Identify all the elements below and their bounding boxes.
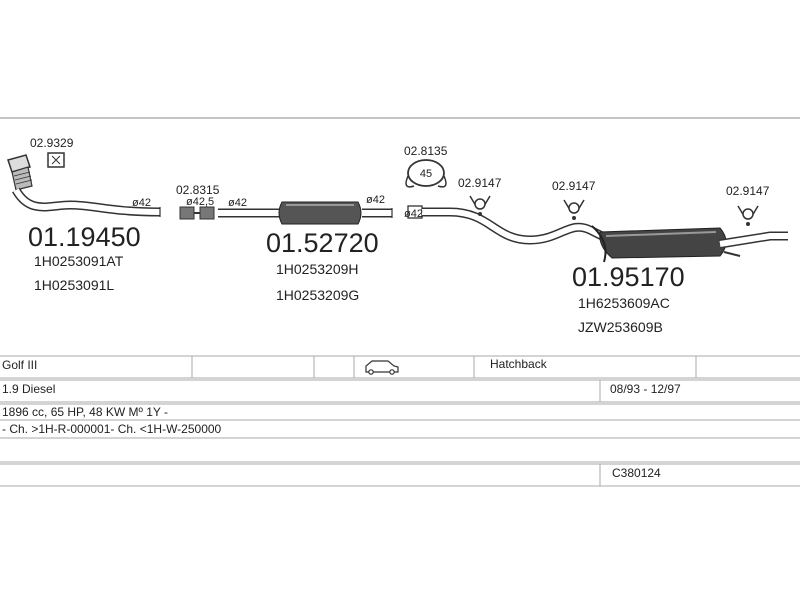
gasket-label: 02.9329 [30,136,74,150]
hanger-icon [563,199,585,220]
part-ref-1a: 1H0253091AT [34,253,124,269]
part-ref-2b: 1H0253209G [276,287,359,303]
ring-icon [407,159,445,187]
diameter-label-3: ø42 [228,197,247,209]
vehicle-body: Hatchback [490,357,548,371]
vehicle-model: Golf III [2,358,37,372]
clamp-label: 02.8315 [176,183,220,197]
vehicle-years: 08/93 - 12/97 [610,382,681,396]
part-code-3: 01.95170 [572,262,685,292]
vehicle-chassis: - Ch. >1H-R-000001- Ch. <1H-W-250000 [2,422,222,436]
ring-label: 02.8135 [404,144,448,158]
part-ref-3b: JZW253609B [578,319,663,335]
vehicle-spec: 1896 cc, 65 HP, 48 KW Mº 1Y - [2,405,168,419]
middle-silencer-drawing [179,201,393,225]
rear-silencer-drawing [405,159,788,263]
front-pipe-drawing [7,152,161,217]
diameter-label-1: ø42 [132,197,151,209]
vehicle-ref-code: C380124 [612,466,661,480]
hanger-label-3: 02.9147 [726,184,770,198]
diameter-label-4: ø42 [366,194,385,206]
hanger-icon [737,205,759,226]
hanger-icon [469,195,491,216]
diameter-label-2: ø42,5 [186,196,214,208]
diameter-label-5: ø42 [404,208,423,220]
hanger-label-1: 02.9147 [458,176,502,190]
part-ref-3a: 1H6253609AC [578,295,670,311]
hanger-label-2: 02.9147 [552,179,596,193]
vehicle-info-table [0,355,800,487]
clamp-icon [179,206,195,220]
part-ref-1b: 1H0253091L [34,277,114,293]
ring-size-label: 45 [420,168,432,180]
car-side-icon [365,360,399,375]
part-code-1: 01.19450 [28,222,141,252]
part-code-2: 01.52720 [266,228,379,258]
vehicle-engine: 1.9 Diesel [2,382,55,396]
part-ref-2a: 1H0253209H [276,261,359,277]
